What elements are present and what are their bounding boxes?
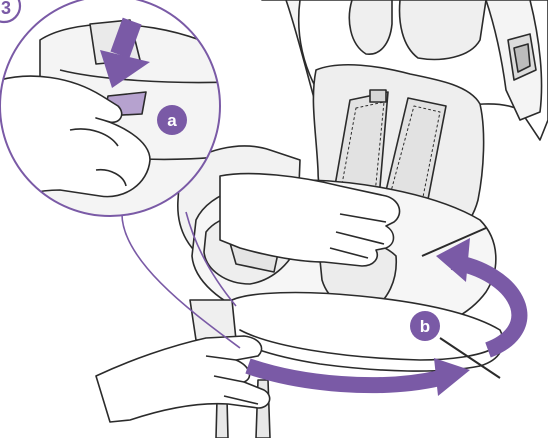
callout-a: a <box>157 105 187 135</box>
hand-on-base <box>96 336 270 422</box>
harness-clip <box>370 90 386 102</box>
callout-b: b <box>410 311 440 341</box>
callout-b-label: b <box>420 317 430 336</box>
step-badge: 3 <box>0 0 20 22</box>
callout-a-label: a <box>167 111 177 130</box>
base-front-bracket <box>190 300 236 340</box>
step-number: 3 <box>1 0 11 18</box>
